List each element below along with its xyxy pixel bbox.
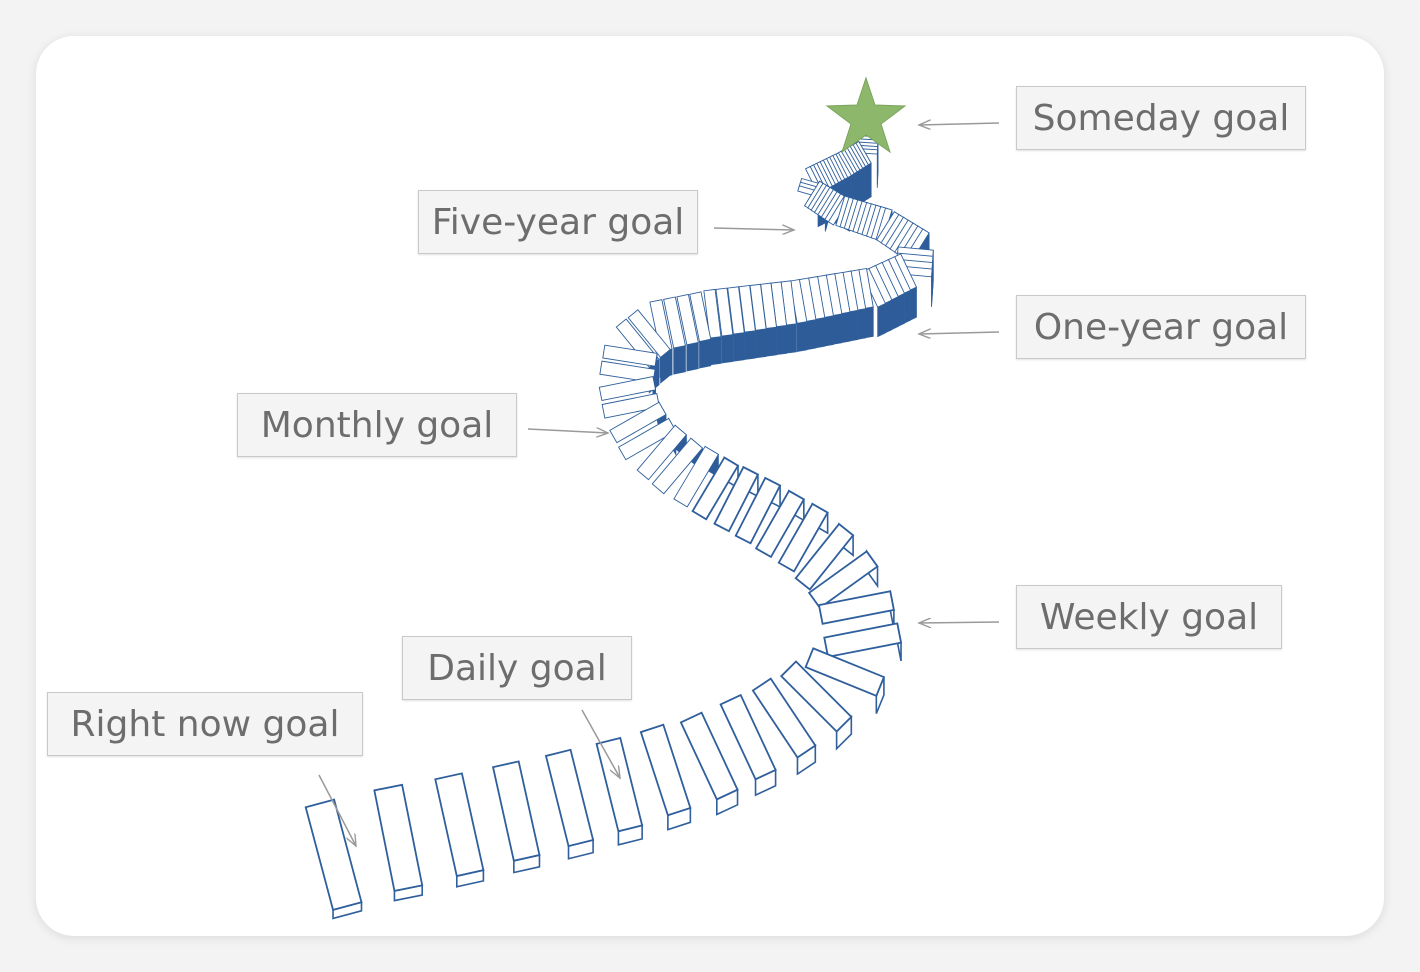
label-right-now-goal: Right now goal <box>47 692 363 756</box>
domino-face <box>663 296 686 349</box>
label-monthly-goal: Monthly goal <box>237 393 517 457</box>
domino-side <box>840 311 851 344</box>
domino-side <box>686 341 699 372</box>
label-someday-goal: Someday goal <box>1016 86 1306 150</box>
domino-face <box>679 711 739 801</box>
domino-face <box>719 693 777 781</box>
diagram-card: Someday goal Five-year goal One-year goa… <box>36 36 1384 936</box>
domino-face <box>434 772 485 878</box>
domino-face <box>598 375 657 402</box>
label-five-year-goal: Five-year goal <box>418 190 698 254</box>
domino-side <box>786 323 797 354</box>
domino-face <box>823 622 903 658</box>
domino-side <box>709 336 722 366</box>
domino-face <box>676 293 699 346</box>
domino-face <box>491 760 541 862</box>
domino-side <box>877 302 886 338</box>
domino-side <box>823 315 834 347</box>
domino-side <box>796 321 808 353</box>
domino-face <box>779 660 853 733</box>
domino-side <box>721 334 734 364</box>
domino-face <box>715 287 734 337</box>
domino-face <box>304 798 363 911</box>
domino-face <box>627 309 671 359</box>
domino-face <box>689 291 712 343</box>
domino-face <box>636 424 688 481</box>
domino-face <box>544 748 595 848</box>
domino-face <box>673 445 720 508</box>
domino-face <box>738 284 756 333</box>
arrow-monthly <box>527 429 608 433</box>
domino-side <box>699 338 712 369</box>
domino-side <box>848 309 859 342</box>
domino-side <box>776 325 787 356</box>
domino-side <box>815 317 826 349</box>
domino-face <box>639 723 692 817</box>
domino-face <box>651 437 704 495</box>
label-weekly-goal: Weekly goal <box>1016 585 1282 649</box>
domino-face <box>794 522 855 591</box>
domino-side <box>673 345 686 375</box>
domino-side <box>744 330 756 360</box>
arrow-right-now <box>318 774 356 846</box>
arrow-five-year <box>713 228 794 230</box>
domino-face <box>751 677 817 759</box>
domino-side <box>733 332 745 362</box>
domino-face <box>595 736 644 833</box>
arrow-someday <box>919 123 1000 125</box>
arrow-one-year <box>919 332 1000 334</box>
domino-face <box>713 465 760 533</box>
arrow-weekly <box>919 622 1000 623</box>
domino-face <box>789 278 808 324</box>
domino-face <box>754 489 806 559</box>
domino-face <box>734 476 782 545</box>
domino-side <box>832 313 843 345</box>
domino-face <box>777 502 829 573</box>
domino-side <box>755 328 767 359</box>
domino-face <box>727 286 745 335</box>
domino-face <box>609 401 667 444</box>
star-icon <box>825 76 907 154</box>
domino-side <box>806 319 817 351</box>
arrow-daily <box>581 709 620 778</box>
label-daily-goal: Daily goal <box>402 636 632 700</box>
domino-chain <box>304 134 934 920</box>
domino-face <box>804 647 886 697</box>
domino-face <box>373 783 424 892</box>
goal-domino-diagram <box>304 76 1000 920</box>
domino-side <box>765 326 777 357</box>
domino-face <box>602 344 658 367</box>
domino-face <box>691 456 740 521</box>
label-one-year-goal: One-year goal <box>1016 295 1306 359</box>
domino-face <box>807 550 879 610</box>
domino-face <box>817 590 895 625</box>
